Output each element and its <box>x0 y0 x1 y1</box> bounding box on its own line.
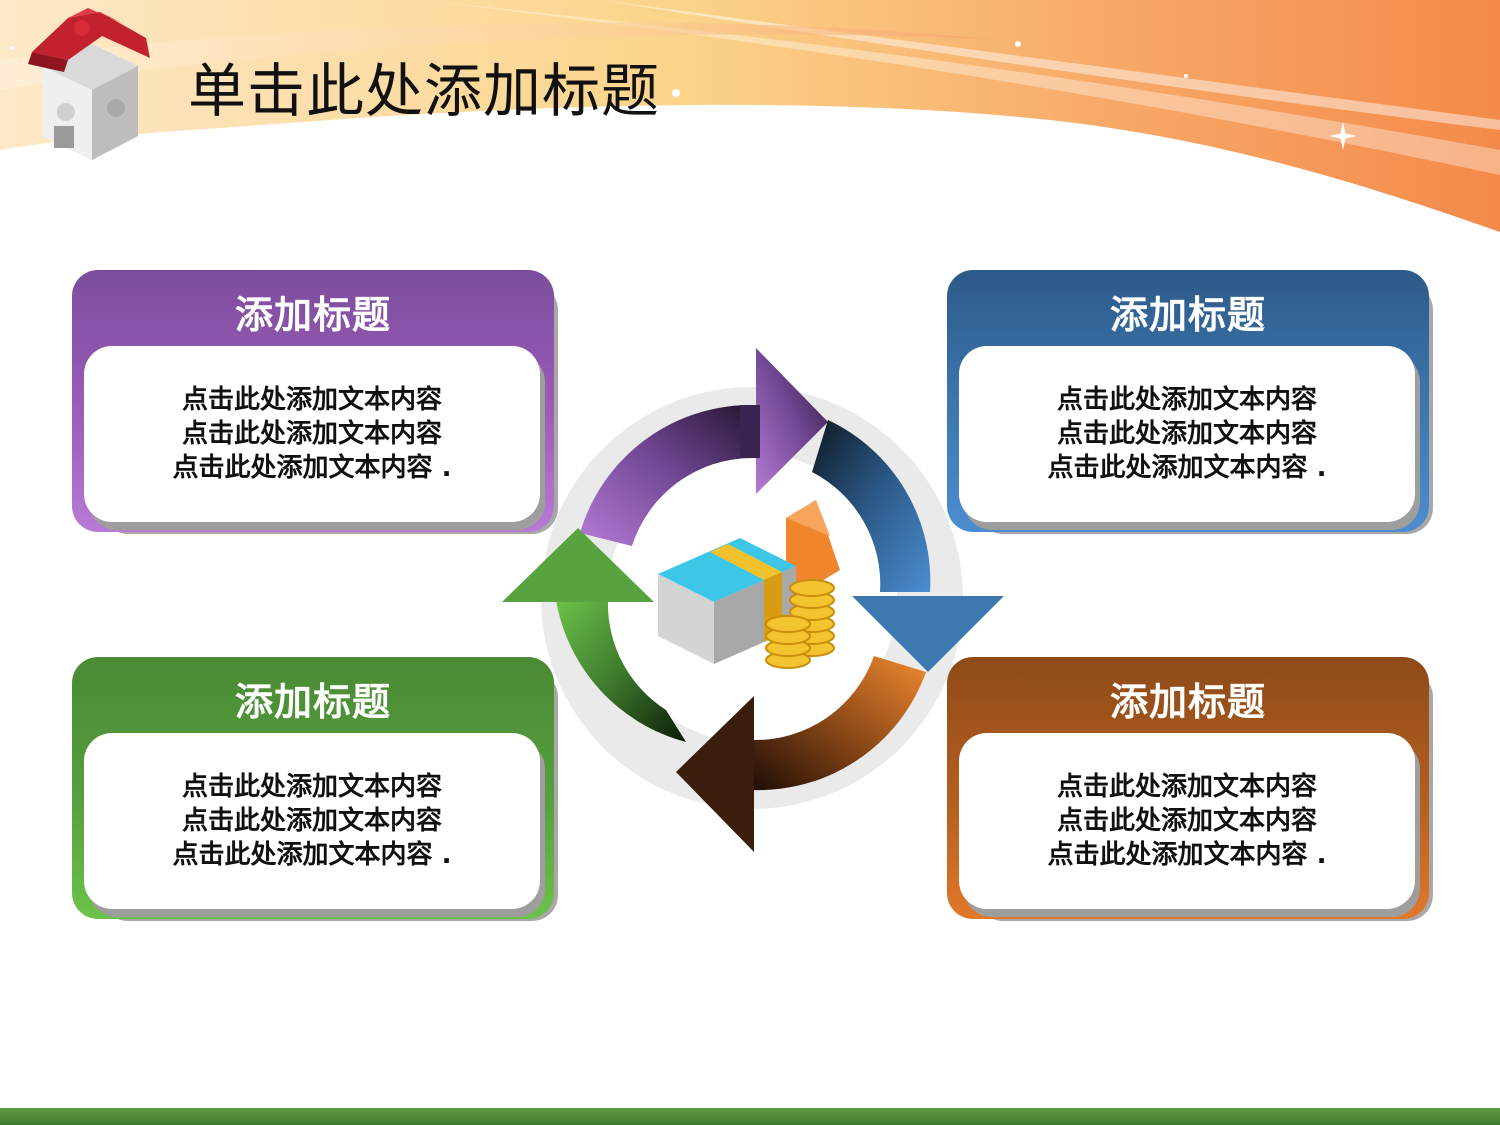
bottom-green-bar <box>0 1108 1500 1125</box>
card-bottom-left[interactable]: 添加标题 点击此处添加文本内容 点击此处添加文本内容 点击此处添加文本内容 . <box>72 657 558 927</box>
card-text-line: 点击此处添加文本内容 . <box>172 453 452 483</box>
card-text-line: 点击此处添加文本内容 . <box>172 840 452 870</box>
money-coins-icon <box>658 500 840 669</box>
card-text-line: 点击此处添加文本内容 . <box>1047 840 1327 870</box>
card-text-line: 点击此处添加文本内容 <box>1056 419 1317 449</box>
card-heading[interactable]: 添加标题 <box>234 293 391 337</box>
card-top-right[interactable]: 添加标题 点击此处添加文本内容 点击此处添加文本内容 点击此处添加文本内容 . <box>947 270 1433 540</box>
card-text-line: 点击此处添加文本内容 <box>1056 385 1317 415</box>
card-body[interactable]: 点击此处添加文本内容 点击此处添加文本内容 点击此处添加文本内容 . <box>84 733 540 909</box>
card-body[interactable]: 点击此处添加文本内容 点击此处添加文本内容 点击此处添加文本内容 . <box>959 733 1415 909</box>
card-text-line: 点击此处添加文本内容 <box>181 772 442 802</box>
card-top-left[interactable]: 添加标题 点击此处添加文本内容 点击此处添加文本内容 点击此处添加文本内容 . <box>72 270 558 540</box>
card-text-line: 点击此处添加文本内容 <box>181 806 442 836</box>
page-title[interactable]: 单击此处添加标题 <box>188 57 661 125</box>
cycle-arrows-icon <box>502 348 1004 852</box>
card-text-line: 点击此处添加文本内容 <box>1056 772 1317 802</box>
card-body[interactable]: 点击此处添加文本内容 点击此处添加文本内容 点击此处添加文本内容 . <box>84 346 540 522</box>
card-heading[interactable]: 添加标题 <box>1109 680 1266 724</box>
card-text-line: 点击此处添加文本内容 <box>181 385 442 415</box>
card-body[interactable]: 点击此处添加文本内容 点击此处添加文本内容 点击此处添加文本内容 . <box>959 346 1415 522</box>
card-text-line: 点击此处添加文本内容 . <box>1047 453 1327 483</box>
card-text-line: 点击此处添加文本内容 <box>181 419 442 449</box>
card-text-line: 点击此处添加文本内容 <box>1056 806 1317 836</box>
orange-arrow <box>676 656 926 852</box>
card-bottom-right[interactable]: 添加标题 点击此处添加文本内容 点击此处添加文本内容 点击此处添加文本内容 . <box>947 657 1433 927</box>
header-swoosh-background <box>0 0 1500 232</box>
puzzle-house-icon <box>28 8 150 160</box>
card-heading[interactable]: 添加标题 <box>1109 293 1266 337</box>
blue-arrow <box>812 420 1004 672</box>
green-arrow <box>502 528 686 742</box>
purple-arrow <box>580 348 828 546</box>
card-heading[interactable]: 添加标题 <box>234 680 391 724</box>
